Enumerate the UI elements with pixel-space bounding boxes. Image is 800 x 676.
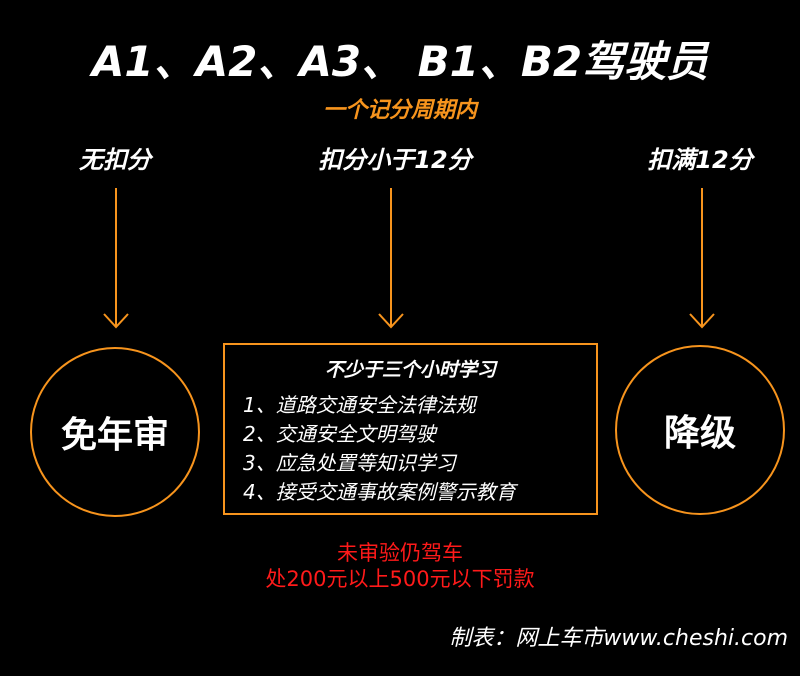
outcome-downgrade-label: 降级 [663, 413, 736, 454]
study-item: 1、道路交通安全法律法规 [243, 393, 476, 417]
condition-no-deduction: 无扣分 [79, 146, 151, 174]
study-item: 2、交通安全文明驾驶 [243, 422, 436, 446]
study-item: 4、接受交通事故案例警示教育 [243, 480, 516, 504]
outcome-exempt-circle: 免年审 [30, 347, 200, 517]
outcome-downgrade-circle: 降级 [615, 345, 785, 515]
outcome-exempt-label: 免年审 [60, 415, 169, 456]
arrow-left [103, 188, 129, 329]
diagram-title: A1、A2、A3、 B1、B2驾驶员 [91, 37, 709, 86]
penalty-note: 未审验仍驾车 处200元以上500元以下罚款 [0, 540, 800, 592]
study-items-list: 1、道路交通安全法律法规 2、交通安全文明驾驶 3、应急处置等知识学习 4、接受… [243, 391, 516, 507]
study-requirement-box: 不少于三个小时学习 1、道路交通安全法律法规 2、交通安全文明驾驶 3、应急处置… [223, 343, 598, 515]
period-subtitle: 一个记分周期内 [322, 98, 477, 123]
condition-under-12: 扣分小于12分 [318, 146, 472, 174]
study-item: 3、应急处置等知识学习 [243, 451, 456, 475]
arrow-middle [378, 188, 404, 329]
arrow-right [689, 188, 715, 329]
source-credit: 制表：网上车市www.cheshi.com [449, 626, 788, 651]
penalty-line-2: 处200元以上500元以下罚款 [265, 567, 535, 591]
penalty-line-1: 未审验仍驾车 [337, 541, 463, 565]
study-box-title: 不少于三个小时学习 [324, 359, 496, 381]
condition-full-12: 扣满12分 [647, 146, 753, 174]
